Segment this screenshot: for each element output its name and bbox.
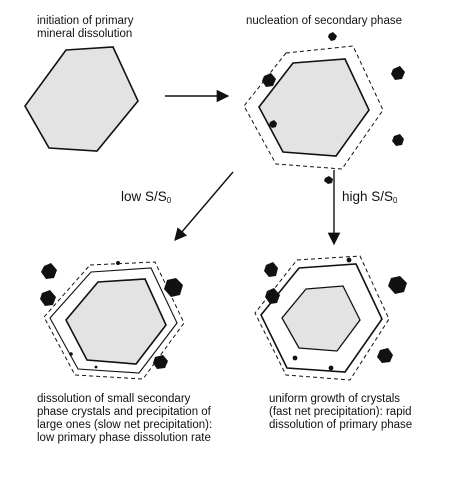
high-solid-boundary [260,263,383,373]
primary-mineral-hexagon [24,46,139,152]
high-primary-hexagon [281,285,361,352]
crystal [164,278,183,297]
label-high-subscript: 0 [393,196,398,205]
crystal [328,365,334,371]
panel-high-result [254,255,407,381]
crystal [265,288,280,304]
crystal [328,32,337,41]
panel-nucleation [243,32,405,184]
label-low-text: low S/S [121,189,167,204]
crystal [116,261,120,265]
low-dashed-boundary [43,261,185,380]
crystal [392,134,404,146]
label-low-supersaturation: low S/S0 [121,189,171,205]
high-dashed-boundary [254,255,390,381]
crystal [269,120,277,128]
panel-initial [24,46,139,152]
caption-low-result: dissolution of small secondary phase cry… [37,393,213,444]
caption-nucleation: nucleation of secondary phase [246,15,402,27]
crystal [346,257,352,263]
low-primary-hexagon [65,278,167,365]
caption-initial: initiation of primary mineral dissolutio… [37,15,134,40]
low-solid-boundary [49,267,178,374]
caption-high-result: uniform growth of crystals (fast net pre… [269,393,413,431]
crystal [153,355,168,369]
crystal [388,276,407,294]
crystal [69,352,73,356]
crystal [324,176,333,184]
crystal [264,262,278,277]
crystal [391,66,405,80]
panel-low-result [40,261,185,380]
crystal [41,263,57,279]
nucleation-primary-hexagon [258,58,370,157]
crystal [94,365,98,369]
label-low-subscript: 0 [166,196,172,205]
crystal [262,73,276,87]
label-high-text: high S/S [342,189,394,204]
crystal [40,290,56,306]
arrow-low-supersaturation [174,171,234,241]
label-high-supersaturation: high S/S0 [342,189,398,205]
crystal [292,355,298,361]
crystal [377,348,393,363]
